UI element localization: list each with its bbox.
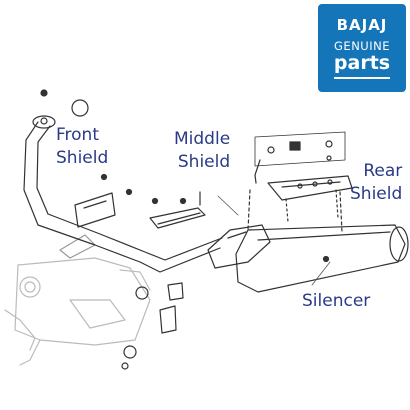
- middle-shield-label-line2: Shield: [177, 152, 231, 172]
- middle-shield-part: [149, 191, 206, 229]
- front-exhaust-pipe: [23, 89, 223, 273]
- callout-leaders: [217, 195, 331, 286]
- front-shield-label-line2: Shield: [56, 148, 109, 168]
- frame-bracket-drawing: [4, 234, 151, 366]
- front-shield-label: Front Shield: [56, 124, 108, 170]
- front-shield-part: [74, 173, 133, 228]
- logo-underline: [334, 77, 390, 79]
- silencer-label: Silencer: [302, 291, 371, 311]
- silencer-body: [235, 189, 409, 293]
- middle-shield-label: Middle Shield: [174, 128, 230, 174]
- rear-shield-label-line2: Shield: [350, 184, 403, 204]
- rear-shield-label-line1: Rear: [363, 161, 403, 181]
- logo-line1: GENUINE: [334, 39, 390, 53]
- logo-line2: parts: [333, 52, 391, 74]
- middle-shield-label-line1: Middle: [174, 129, 231, 149]
- front-shield-label-line1: Front: [56, 125, 99, 145]
- logo-brand: BAJAJ: [336, 16, 388, 34]
- bajaj-genuine-parts-logo: BAJAJ GENUINE parts: [318, 4, 406, 92]
- rear-shield-part: [254, 131, 353, 223]
- rear-shield-label: Rear Shield: [350, 160, 402, 206]
- silencer-bracket: [121, 224, 271, 370]
